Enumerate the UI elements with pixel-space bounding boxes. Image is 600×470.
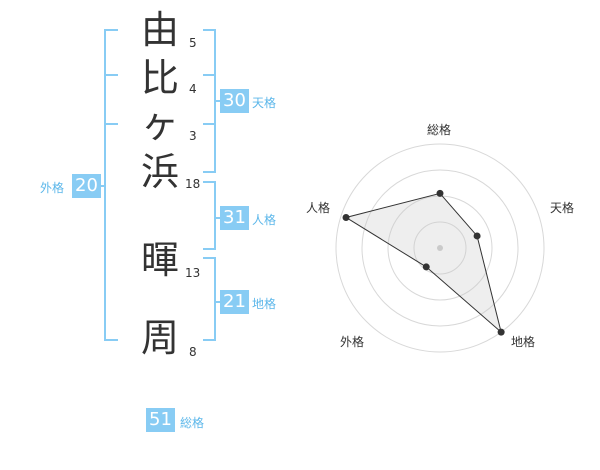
- stroke-count-2: 4: [189, 82, 197, 96]
- radar-axis-label-tenkaku: 天格: [550, 201, 575, 215]
- radar-point-4: [342, 213, 350, 221]
- soukaku-badge: 51: [146, 408, 175, 432]
- jinkaku-badge: 31: [220, 206, 249, 230]
- jinkaku-label: 人格: [252, 213, 277, 227]
- radar-point-1: [473, 232, 481, 240]
- chikaku-label: 地格: [252, 297, 277, 311]
- name-char-1: 由: [140, 8, 179, 52]
- radar-point-0: [436, 189, 444, 197]
- radar-axis-label-chikaku: 地格: [511, 335, 536, 349]
- radar-ring: [335, 143, 545, 353]
- radar-ring: [361, 169, 519, 327]
- stroke-count-1: 5: [189, 36, 197, 50]
- radar-point-2: [497, 328, 505, 336]
- radar-axis-label-sokaku: 総格: [427, 123, 452, 137]
- radar-axis-label-jinkaku: 人格: [306, 201, 331, 215]
- gaikaku-label: 外格: [40, 181, 65, 195]
- radar-polygon: [344, 192, 503, 334]
- radar-point-3: [422, 263, 430, 271]
- stroke-count-6: 8: [189, 345, 197, 359]
- stroke-count-4: 18: [185, 177, 201, 191]
- name-char-5: 暉: [140, 238, 179, 282]
- radar-ring: [413, 221, 467, 275]
- name-char-2: 比: [140, 56, 179, 100]
- name-char-6: 周: [140, 316, 179, 360]
- radar-axis-label-gaikaku: 外格: [340, 335, 365, 349]
- radar-center: [437, 245, 443, 251]
- chikaku-badge: 21: [220, 290, 249, 314]
- name-char-3: ヶ: [140, 102, 179, 146]
- tenkaku-label: 天格: [252, 96, 277, 110]
- soukaku-label: 総格: [180, 416, 205, 430]
- stroke-count-5: 13: [185, 266, 201, 280]
- tenkaku-badge: 30: [220, 89, 249, 113]
- gaikaku-badge: 20: [72, 174, 101, 198]
- name-char-4: 浜: [140, 150, 179, 194]
- stroke-count-3: 3: [189, 129, 197, 143]
